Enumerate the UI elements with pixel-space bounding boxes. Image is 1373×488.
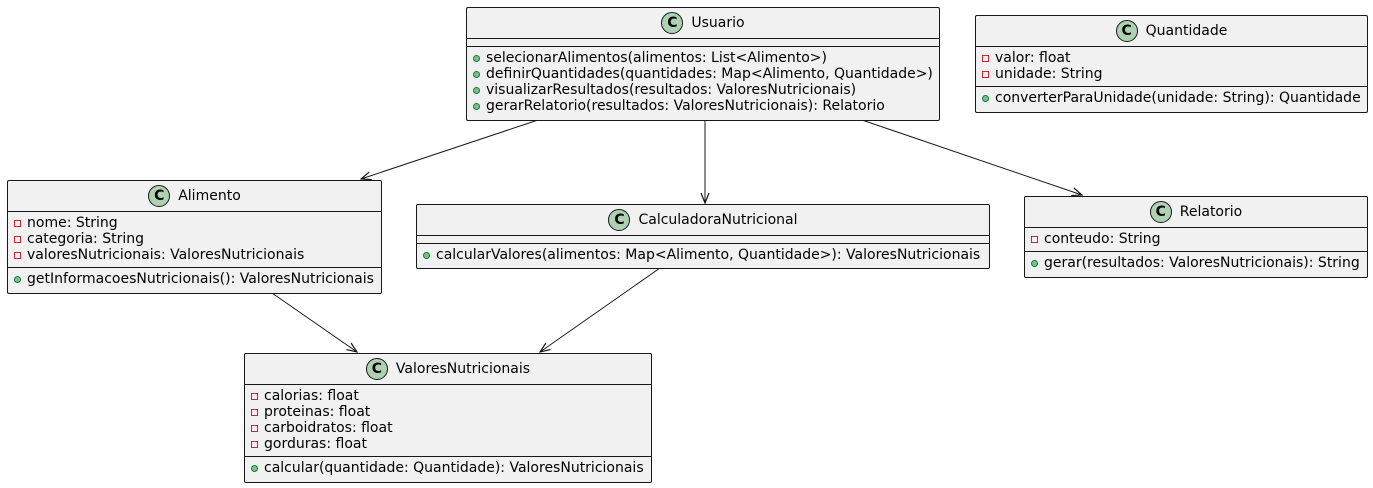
class-name: CalculadoraNutricional xyxy=(638,212,798,228)
class-header: C CalculadoraNutricional xyxy=(417,205,989,235)
attribute: conteudo: String xyxy=(1031,231,1361,247)
method: calcular(quantidade: Quantidade): Valore… xyxy=(251,460,645,476)
public-marker-icon xyxy=(473,102,480,110)
attributes-section: nome: String categoria: String valoresNu… xyxy=(8,211,381,267)
private-marker-icon xyxy=(14,219,21,227)
method: gerar(resultados: ValoresNutricionais): … xyxy=(1031,255,1361,271)
association-usuario-relatorio xyxy=(861,119,1082,195)
private-marker-icon xyxy=(982,54,989,62)
class-icon: C xyxy=(148,185,171,207)
methods-section: gerar(resultados: ValoresNutricionais): … xyxy=(1025,251,1367,275)
methods-section: calcular(quantidade: Quantidade): Valore… xyxy=(245,456,651,480)
class-quantidade[interactable]: C Quantidade valor: float unidade: Strin… xyxy=(975,15,1368,113)
attributes-section: calorias: float proteinas: float carboid… xyxy=(245,384,651,456)
attribute: categoria: String xyxy=(14,231,375,247)
class-relatorio[interactable]: C Relatorio conteudo: String gerar(resul… xyxy=(1024,196,1368,278)
attribute: valor: float xyxy=(982,50,1361,66)
class-icon: C xyxy=(1149,201,1172,223)
private-marker-icon xyxy=(251,392,258,400)
class-name: ValoresNutricionais xyxy=(395,361,531,377)
attributes-section xyxy=(467,38,939,46)
method: definirQuantidades(quantidades: Map<Alim… xyxy=(473,66,933,82)
class-header: C Quantidade xyxy=(976,16,1367,46)
class-name: Usuario xyxy=(691,15,745,31)
class-icon: C xyxy=(608,209,631,231)
methods-section: selecionarAlimentos(alimentos: List<Alim… xyxy=(467,46,939,118)
attribute: proteinas: float xyxy=(251,404,645,420)
class-header: C Alimento xyxy=(8,181,381,211)
class-header: C Relatorio xyxy=(1025,197,1367,227)
private-marker-icon xyxy=(1031,235,1038,243)
attribute: nome: String xyxy=(14,215,375,231)
public-marker-icon xyxy=(423,251,430,259)
methods-section: calcularValores(alimentos: Map<Alimento,… xyxy=(417,243,989,267)
method: gerarRelatorio(resultados: ValoresNutric… xyxy=(473,98,933,114)
private-marker-icon xyxy=(251,408,258,416)
private-marker-icon xyxy=(14,251,21,259)
public-marker-icon xyxy=(473,70,480,78)
class-valores-nutricionais[interactable]: C ValoresNutricionais calorias: float pr… xyxy=(244,353,652,483)
public-marker-icon xyxy=(14,275,21,283)
method: visualizarResultados(resultados: Valores… xyxy=(473,82,933,98)
private-marker-icon xyxy=(251,440,258,448)
class-name: Alimento xyxy=(178,188,241,204)
class-name: Relatorio xyxy=(1179,204,1243,220)
public-marker-icon xyxy=(1031,259,1038,267)
private-marker-icon xyxy=(251,424,258,432)
method: converterParaUnidade(unidade: String): Q… xyxy=(982,90,1361,106)
association-alimento-valores xyxy=(271,292,357,352)
attribute: calorias: float xyxy=(251,388,645,404)
attribute: unidade: String xyxy=(982,66,1361,82)
class-icon: C xyxy=(365,358,388,380)
attribute: carboidratos: float xyxy=(251,420,645,436)
association-calculadora-valores xyxy=(540,267,661,352)
private-marker-icon xyxy=(982,70,989,78)
class-header: C Usuario xyxy=(467,8,939,38)
class-icon: C xyxy=(1115,20,1138,42)
association-usuario-alimento xyxy=(361,119,539,179)
public-marker-icon xyxy=(982,94,989,102)
method: calcularValores(alimentos: Map<Alimento,… xyxy=(423,247,983,263)
attributes-section xyxy=(417,235,989,243)
methods-section: converterParaUnidade(unidade: String): Q… xyxy=(976,86,1367,110)
class-usuario[interactable]: C Usuario selecionarAlimentos(alimentos:… xyxy=(466,7,940,121)
method: selecionarAlimentos(alimentos: List<Alim… xyxy=(473,50,933,66)
class-alimento[interactable]: C Alimento nome: String categoria: Strin… xyxy=(7,180,382,294)
public-marker-icon xyxy=(473,54,480,62)
methods-section: getInformacoesNutricionais(): ValoresNut… xyxy=(8,267,381,291)
public-marker-icon xyxy=(473,86,480,94)
class-header: C ValoresNutricionais xyxy=(245,354,651,384)
class-calculadora-nutricional[interactable]: C CalculadoraNutricional calcularValores… xyxy=(416,204,990,269)
method: getInformacoesNutricionais(): ValoresNut… xyxy=(14,271,375,287)
attribute: gorduras: float xyxy=(251,436,645,452)
class-icon: C xyxy=(661,12,684,34)
private-marker-icon xyxy=(14,235,21,243)
attributes-section: conteudo: String xyxy=(1025,227,1367,251)
attributes-section: valor: float unidade: String xyxy=(976,46,1367,86)
public-marker-icon xyxy=(251,464,258,472)
class-name: Quantidade xyxy=(1145,23,1228,39)
attribute: valoresNutricionais: ValoresNutricionais xyxy=(14,247,375,263)
